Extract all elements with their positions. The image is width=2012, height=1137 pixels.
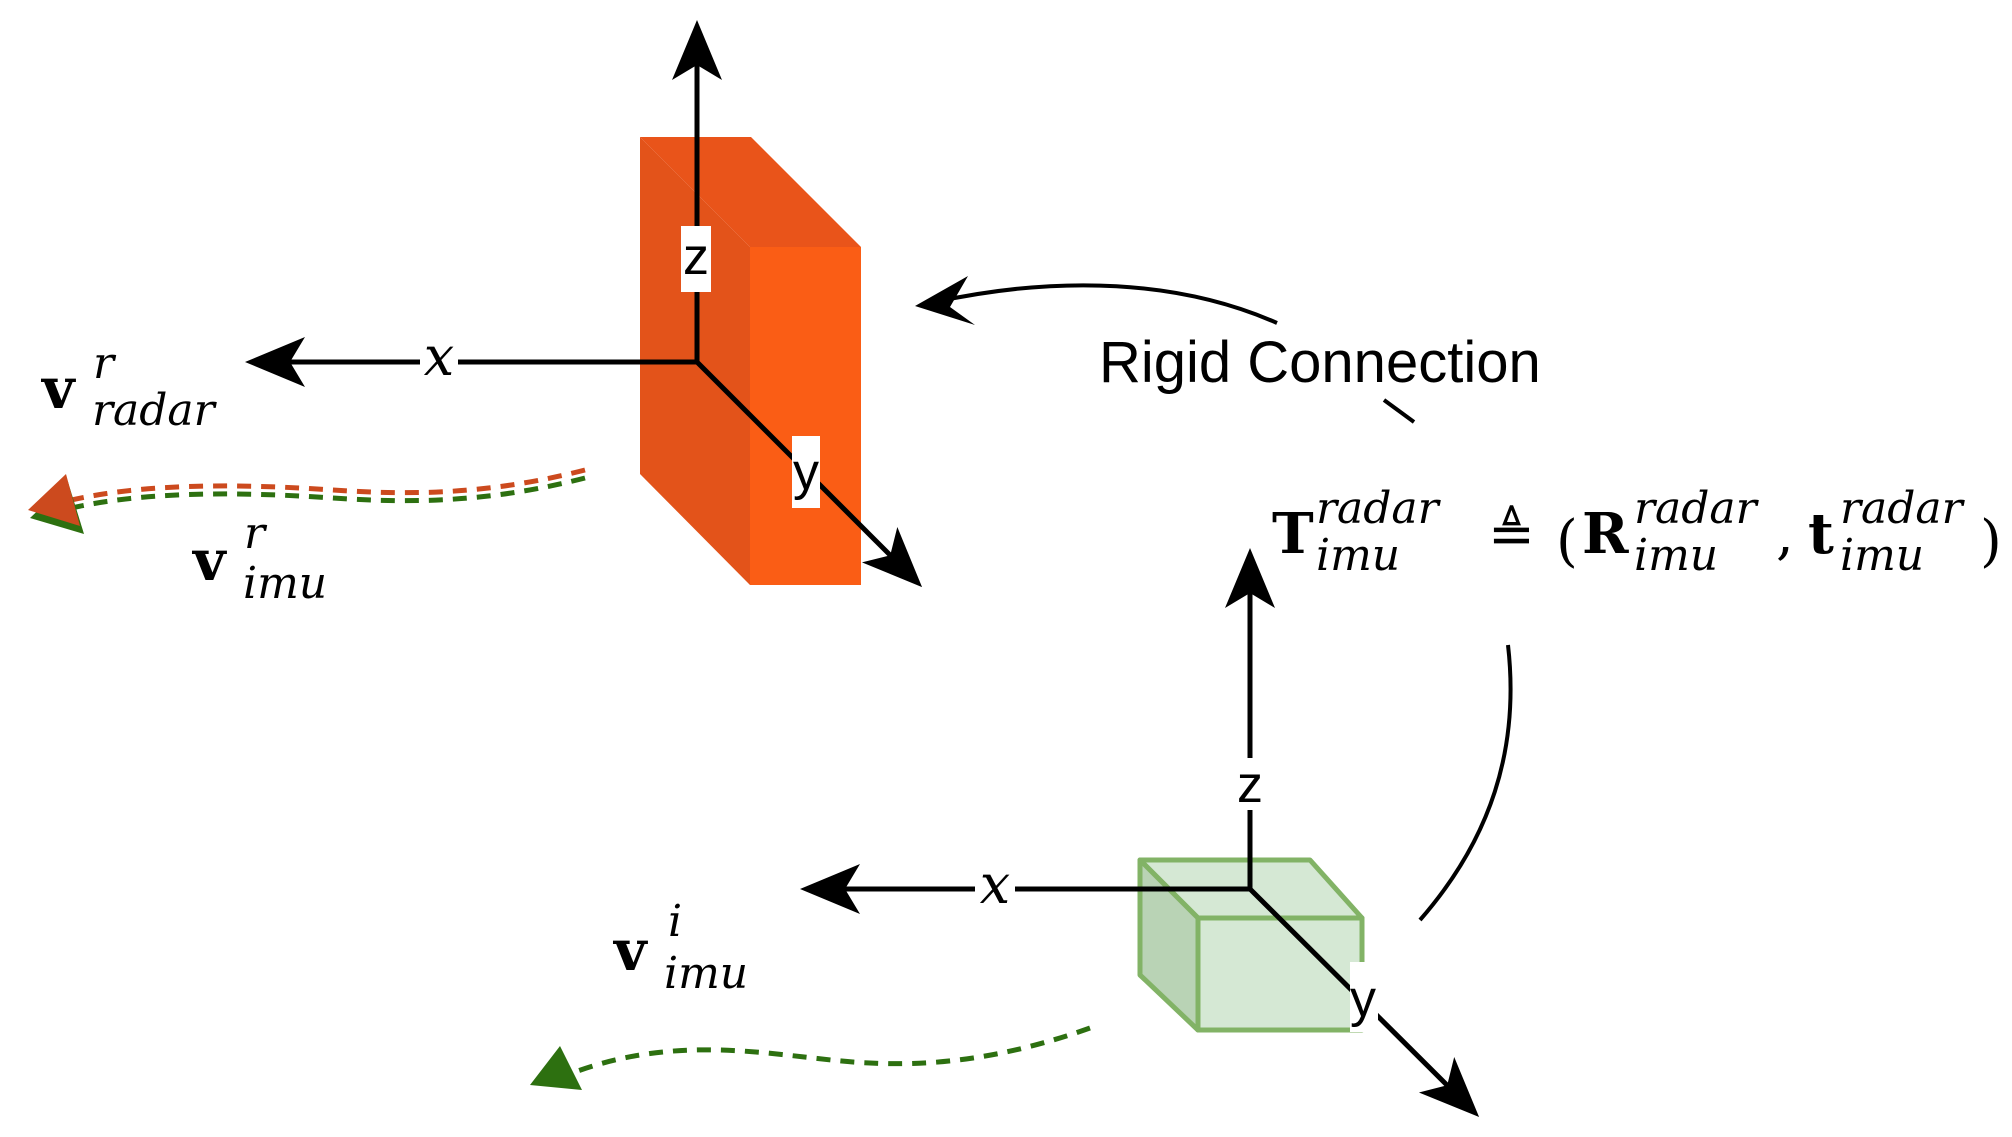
connection-arc-tick	[1382, 398, 1416, 424]
v-imu-i-sub: imu	[664, 948, 748, 999]
v-radar-r-label: v r radar	[40, 338, 218, 436]
radar-y-label: y	[793, 443, 819, 501]
connection-arc-top	[934, 283, 1278, 325]
v-imu-i-sup: i	[668, 896, 682, 947]
transform-R-sup: radar	[1634, 483, 1760, 534]
transform-R-sub: imu	[1634, 530, 1718, 581]
v-imu-i-label: v i imu	[612, 896, 748, 999]
transform-R: R	[1582, 501, 1629, 567]
imu-frame-axes: z x y	[800, 548, 1480, 1118]
imu-velocity-trail	[530, 1025, 1091, 1090]
radar-x-label: x	[424, 325, 454, 388]
v-imu-r-symbol: v	[191, 528, 227, 594]
imu-trail	[574, 1025, 1091, 1075]
transform-T-sub: imu	[1316, 530, 1400, 581]
v-imu-r-sub: imu	[243, 558, 327, 609]
imu-trail-arrowhead-bottom	[530, 1046, 582, 1090]
v-imu-i-symbol: v	[612, 918, 648, 984]
transform-lparen: (	[1556, 509, 1578, 574]
radar-trail	[54, 467, 586, 507]
v-imu-r-label: v r imu	[191, 508, 327, 609]
imu-sensor	[1137, 857, 1365, 1033]
transform-equation: T radar imu ≜ ( R radar imu , t radar im…	[1272, 483, 2002, 581]
radar-velocity-trails	[28, 467, 586, 534]
transform-T: T	[1272, 501, 1314, 567]
connection-arrowhead	[915, 276, 975, 325]
transform-rparen: )	[1980, 509, 2002, 574]
radar-box-front	[750, 247, 861, 585]
connection-arc-bottom	[1418, 644, 1513, 922]
rigid-connection-label: Rigid Connection	[1099, 330, 1541, 395]
transform-t: t	[1808, 501, 1834, 567]
radar-frame-axes: z x y	[245, 20, 923, 588]
imu-z-label: z	[1237, 756, 1263, 814]
imu-x-label: x	[980, 853, 1010, 916]
v-radar-r-symbol: v	[40, 356, 76, 422]
transform-T-sup: radar	[1316, 483, 1442, 534]
transform-defeq: ≜	[1488, 502, 1535, 567]
imu-y-label: y	[1350, 970, 1376, 1028]
v-radar-r-sup: r	[93, 338, 117, 389]
radar-trail-arrowhead	[28, 474, 80, 526]
rigid-connection: Rigid Connection	[915, 276, 1541, 922]
radar-z-label: z	[683, 228, 709, 286]
imu-trail-at-radar	[54, 475, 586, 515]
transform-t-sup: radar	[1840, 483, 1966, 534]
v-radar-r-sub: radar	[92, 385, 218, 436]
v-imu-r-sup: r	[244, 508, 268, 559]
transform-t-sub: imu	[1840, 530, 1924, 581]
transform-comma: ,	[1776, 502, 1794, 567]
